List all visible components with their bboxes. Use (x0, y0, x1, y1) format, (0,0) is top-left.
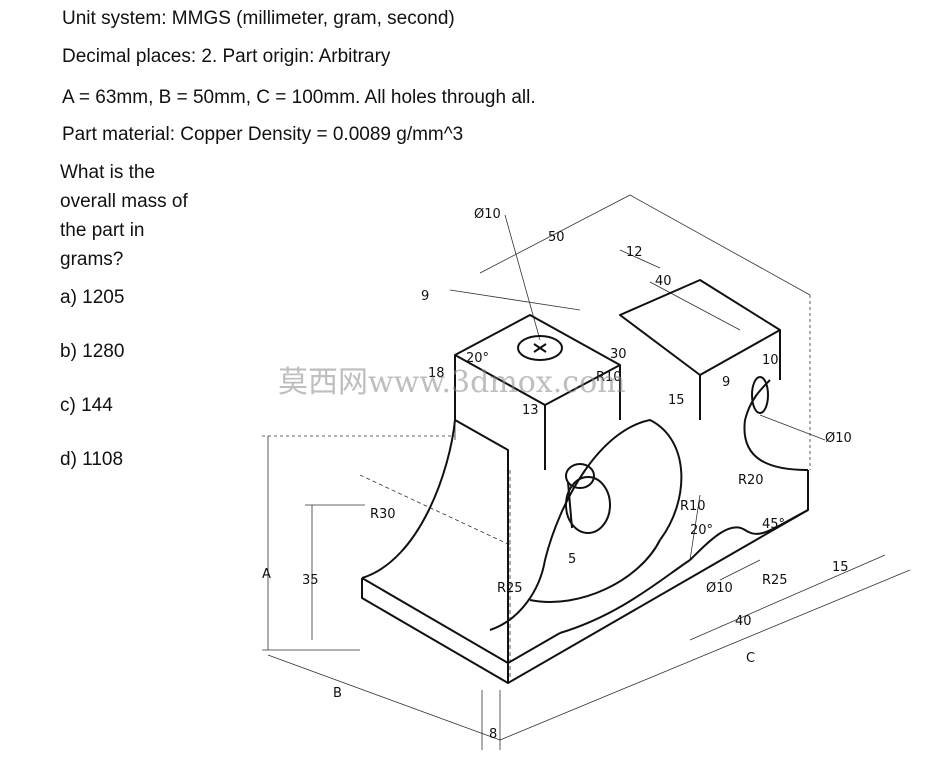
option-c[interactable]: c) 144 (60, 395, 113, 416)
dim-label: 9 (722, 375, 730, 390)
question-line: grams? (60, 249, 124, 270)
dim-label: 18 (428, 366, 445, 381)
dim-label: 40 (735, 614, 752, 629)
dim-label: Ø10 (825, 431, 852, 446)
dimensions-text: A = 63mm, B = 50mm, C = 100mm. All holes… (62, 87, 536, 108)
dim-label: R30 (370, 507, 396, 522)
dim-label: B (333, 686, 342, 701)
dim-label: Ø10 (706, 581, 733, 596)
dim-label: 30 (610, 347, 627, 362)
dim-label: C (746, 651, 755, 666)
dim-label: R20 (738, 473, 764, 488)
dim-label: R10 (596, 370, 622, 385)
dim-label: R10 (680, 499, 706, 514)
question-line: overall mass of (60, 191, 188, 212)
unit-system-text: Unit system: MMGS (millimeter, gram, sec… (62, 8, 455, 29)
dim-label: 9 (421, 289, 429, 304)
dim-label: 12 (626, 245, 643, 260)
dim-label: 15 (668, 393, 685, 408)
dim-label: 20° (466, 351, 489, 366)
dim-label: 20° (690, 523, 713, 538)
option-a[interactable]: a) 1205 (60, 287, 125, 308)
question-text: What is the overall mass of the part in … (60, 158, 188, 274)
dim-label: R25 (762, 573, 788, 588)
dimension-lines (262, 194, 911, 750)
dimension-labels: Ø10 50 12 40 9 20° 18 30 R10 13 15 10 9 … (262, 207, 852, 742)
dim-label: 13 (522, 403, 539, 418)
dim-label: 50 (548, 230, 565, 245)
dim-label: 40 (655, 274, 672, 289)
dim-label: 10 (762, 353, 779, 368)
question-line: What is the (60, 162, 156, 183)
dim-label: 15 (832, 560, 849, 575)
option-b[interactable]: b) 1280 (60, 341, 125, 362)
dim-label: A (262, 567, 271, 582)
dim-label: R25 (497, 581, 523, 596)
material-text: Part material: Copper Density = 0.0089 g… (62, 124, 464, 145)
watermark-text: 莫西网www.3dmox.com (278, 365, 626, 400)
dim-label: 5 (568, 552, 576, 567)
dim-label: 8 (489, 727, 497, 742)
part-outline (361, 279, 809, 684)
decimal-origin-text: Decimal places: 2. Part origin: Arbitrar… (62, 46, 391, 67)
dim-label: Ø10 (474, 207, 501, 222)
question-line: the part in (60, 220, 145, 241)
option-d[interactable]: d) 1108 (60, 449, 124, 470)
dim-label: 35 (302, 573, 319, 588)
dim-label: 45° (762, 517, 785, 532)
